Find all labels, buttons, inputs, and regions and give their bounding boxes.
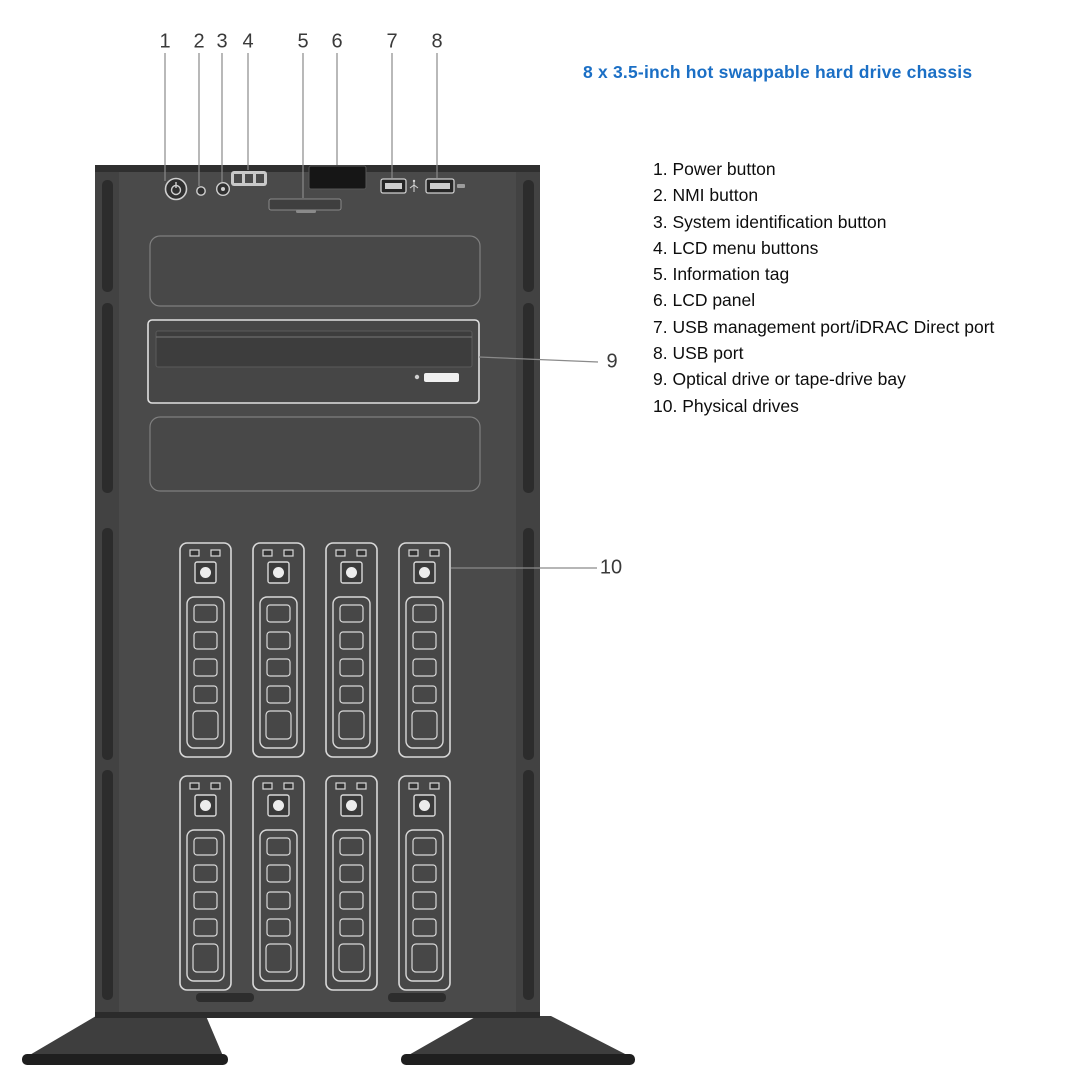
drive-carrier <box>179 775 232 991</box>
legend: 1. Power button 2. NMI button 3. System … <box>653 156 994 419</box>
drive-carrier <box>325 775 378 991</box>
system-id-button <box>215 181 230 196</box>
side-vents <box>102 180 534 1000</box>
drive-carrier <box>325 542 378 758</box>
blank-bay-panel-top <box>149 235 481 307</box>
callout-5: 5 <box>297 30 309 53</box>
legend-item-optical-drive-bay: 9. Optical drive or tape-drive bay <box>653 369 906 390</box>
legend-item-power-button: 1. Power button <box>653 159 776 179</box>
diagram-title: 8 x 3.5-inch hot swappable hard drive ch… <box>583 62 973 82</box>
usb-port <box>425 178 465 194</box>
drive-carrier <box>252 542 305 758</box>
chassis-foot-right <box>407 1016 629 1056</box>
lcd-panel <box>308 165 367 190</box>
bottom-grip-slots <box>196 993 446 1002</box>
callout-3: 3 <box>216 30 228 53</box>
drive-carrier <box>252 775 305 991</box>
power-button <box>164 177 188 201</box>
callout-4: 4 <box>242 30 254 53</box>
legend-item-information-tag: 5. Information tag <box>653 264 790 285</box>
legend-item-usb-port: 8. USB port <box>653 343 744 364</box>
legend-item-lcd-panel: 6. LCD panel <box>653 290 756 311</box>
usb-trident-icon <box>409 179 419 192</box>
blank-bay-panel-bottom <box>149 416 481 492</box>
callout-6: 6 <box>331 30 343 53</box>
information-tag <box>268 198 342 213</box>
lcd-menu-buttons <box>231 171 267 186</box>
callout-8: 8 <box>431 30 443 53</box>
callout-1: 1 <box>159 30 171 53</box>
callout-leader-lines <box>164 53 599 569</box>
callout-2: 2 <box>193 30 205 53</box>
optical-drive-bay <box>147 319 480 404</box>
legend-item-lcd-menu-buttons: 4. LCD menu buttons <box>653 237 819 258</box>
chassis-foot-right-pad <box>401 1054 635 1065</box>
drive-carrier <box>398 775 451 991</box>
drive-carrier <box>179 542 232 758</box>
callout-10: 10 <box>599 556 623 579</box>
chassis-feet <box>22 1016 635 1065</box>
drive-carrier <box>398 542 451 758</box>
nmi-button <box>196 186 206 196</box>
eject-pinhole <box>414 374 420 380</box>
legend-item-usb-management-port: 7. USB management port/iDRAC Direct port <box>653 316 995 337</box>
legend-item-system-id-button: 3. System identification button <box>653 211 887 232</box>
top-control-panel <box>164 165 465 213</box>
legend-item-nmi-button: 2. NMI button <box>653 185 759 206</box>
chassis-foot-left <box>28 1016 223 1056</box>
legend-item-physical-drives: 10. Physical drives <box>653 395 799 416</box>
usb-management-port <box>380 178 407 194</box>
eject-button <box>424 373 459 382</box>
chassis-foot-left-pad <box>22 1054 228 1065</box>
callout-9: 9 <box>606 350 618 373</box>
callout-7: 7 <box>386 30 398 53</box>
